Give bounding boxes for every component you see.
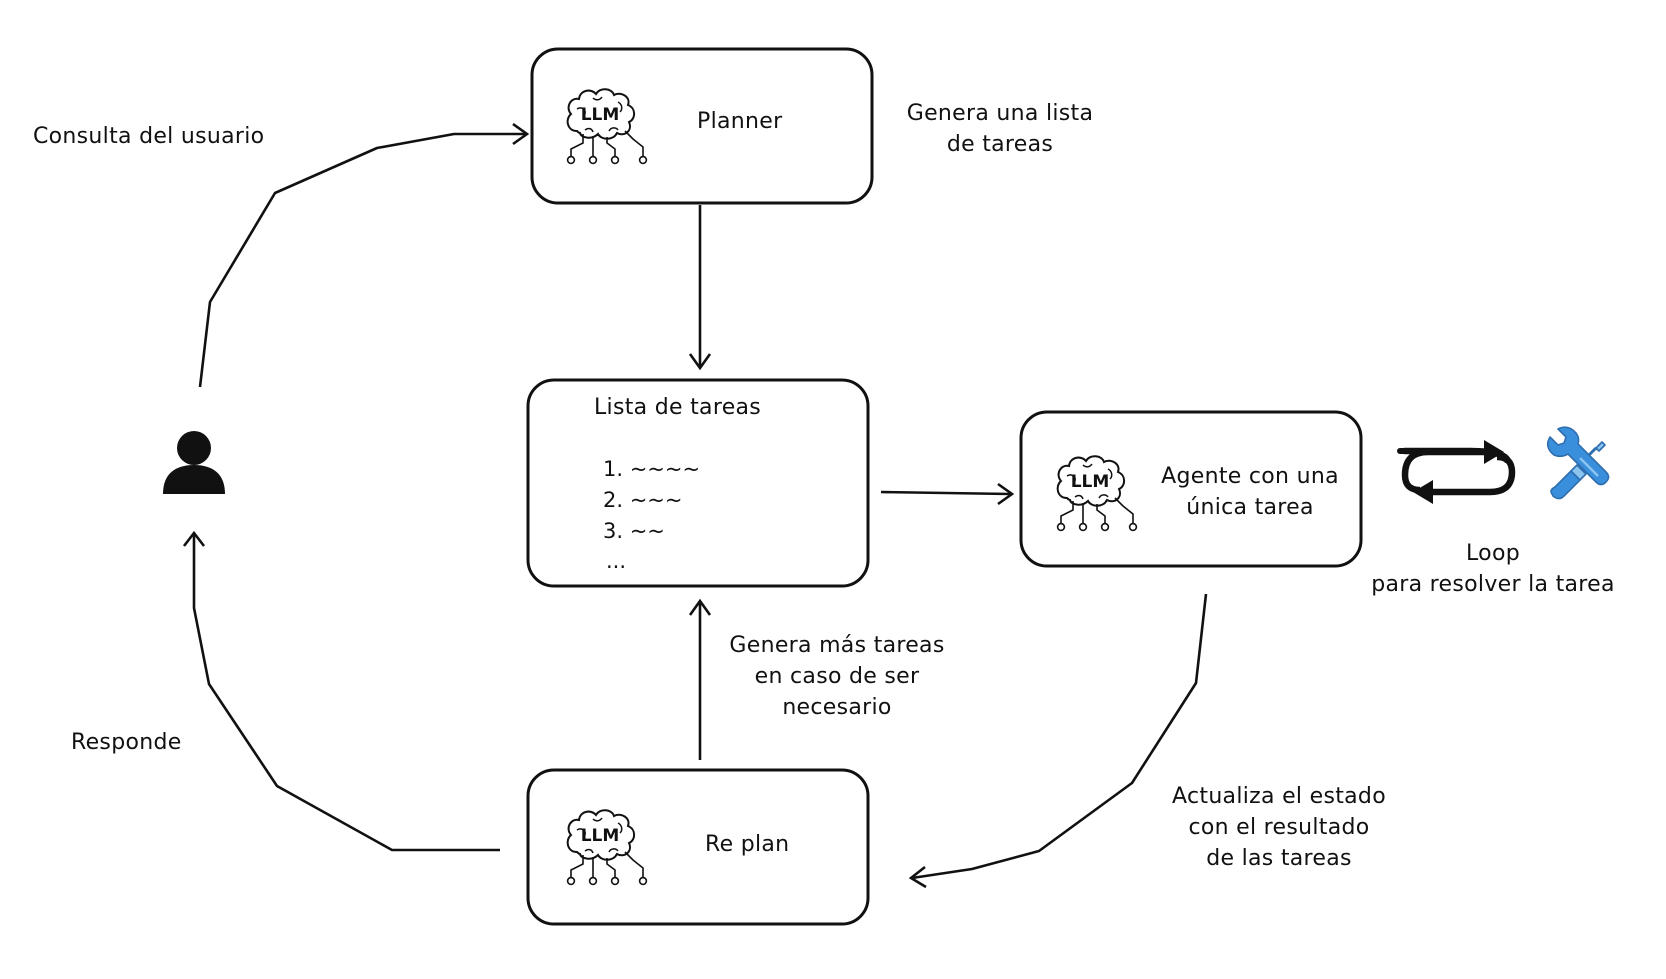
more-tasks-line2: en caso de ser (754, 664, 920, 689)
replan-to-user-connector (192, 535, 500, 852)
planner-to-list-arrowhead (688, 353, 712, 371)
wrench-screwdriver-icon (1546, 426, 1610, 500)
update-line1: Actualiza el estado (1172, 784, 1386, 809)
list-to-agent-connector (880, 490, 1011, 496)
loop-arrowhead-top (1484, 440, 1504, 464)
loop-label-line1: Loop (1466, 541, 1520, 566)
planner-note: Genera una lista de tareas (905, 98, 1095, 160)
task-list-item: 2. ~~~ (603, 488, 683, 512)
task-list-title: Lista de tareas (594, 395, 762, 420)
agent-to-replan-arrowhead (908, 865, 927, 889)
loop-label: Loop para resolver la tarea (1358, 538, 1628, 600)
update-line2: con el resultado (1188, 815, 1370, 840)
planner-note-line2: de tareas (946, 132, 1054, 157)
planner-note-line1: Genera una lista (906, 101, 1094, 126)
loop-arrows-icon-shape (1401, 447, 1516, 496)
agent-to-replan-connector (911, 593, 1208, 880)
task-list-item: ... (606, 549, 627, 573)
more-tasks-label: Genera más tareas en caso de ser necesar… (722, 630, 952, 723)
user-query-label: Consulta del usuario (33, 124, 265, 149)
replan-title: Re plan (705, 832, 790, 857)
agent-title-line2: única tarea (1186, 495, 1314, 520)
replan-to-user-arrowhead (182, 530, 206, 547)
more-tasks-line3: necesario (782, 695, 892, 720)
list-to-agent-arrowhead (997, 482, 1015, 506)
user-to-planner-connector (198, 132, 525, 388)
agent-title: Agente con una única tarea (1150, 461, 1350, 523)
replan-to-list-arrowhead (688, 598, 712, 616)
update-state-label: Actualiza el estado con el resultado de … (1156, 781, 1402, 874)
user-to-planner-arrowhead (512, 122, 530, 146)
user-icon (163, 431, 225, 494)
task-list-item: 1. ~~~~ (603, 457, 701, 481)
task-list-node (526, 378, 870, 588)
more-tasks-line1: Genera más tareas (729, 633, 945, 658)
update-line3: de las tareas (1206, 846, 1352, 871)
responde-label: Responde (71, 730, 182, 755)
task-list-item: 3. ~~ (603, 519, 665, 543)
replan-node (526, 768, 870, 926)
planner-node (530, 47, 874, 205)
planner-title: Planner (697, 109, 783, 134)
loop-label-line2: para resolver la tarea (1371, 572, 1615, 597)
agent-title-line1: Agente con una (1161, 464, 1339, 489)
loop-arrowhead-bottom (1413, 480, 1433, 504)
